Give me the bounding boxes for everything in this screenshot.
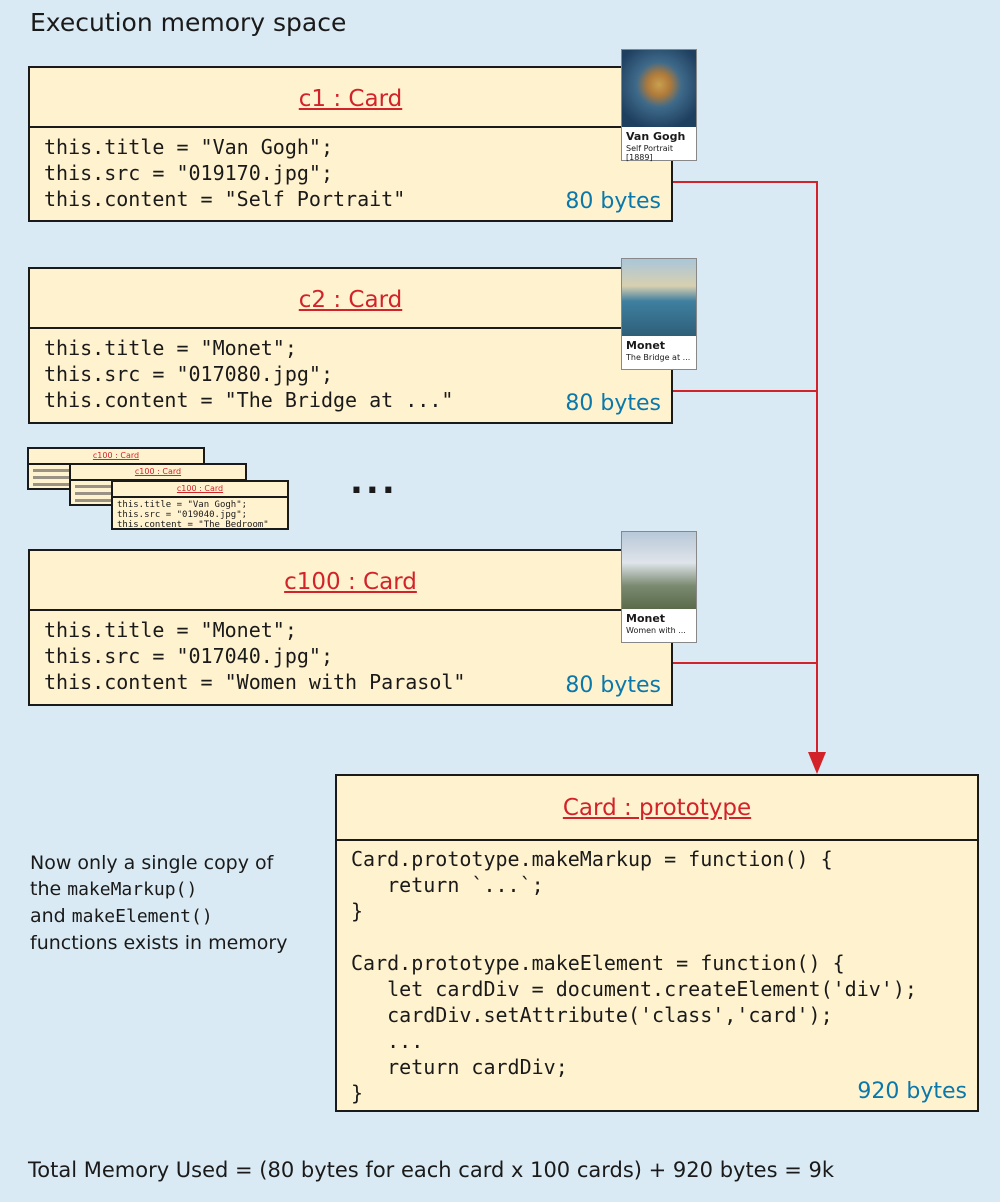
size-label: 80 bytes <box>565 391 661 416</box>
thumb-caption: Women with ... <box>626 626 686 635</box>
mini-card-front: c100 : Card this.title = "Van Gogh";this.… <box>111 480 289 530</box>
card-header: c1 : Card <box>30 68 671 128</box>
painting-image <box>622 532 696 609</box>
field-line: this.src = "019170.jpg"; <box>44 161 333 185</box>
arrow-head <box>808 752 826 774</box>
card-object-c2: c2 : Card this.title = "Monet";this.src … <box>28 267 673 424</box>
card-header: c100 : Card <box>30 551 671 611</box>
card-object-c100: c100 : Card this.title = "Monet";this.sr… <box>28 549 673 706</box>
mini-card-fields-covered <box>71 481 245 502</box>
mini-card-header: c100 : Card <box>71 465 245 481</box>
field-line: this.src = "017040.jpg"; <box>44 644 333 668</box>
size-label: 80 bytes <box>565 673 661 698</box>
thumb-caption: The Bridge at ... <box>626 353 691 362</box>
thumbnail-c2: Monet The Bridge at ... <box>621 258 697 370</box>
card-object-c1: c1 : Card this.title = "Van Gogh";this.s… <box>28 66 673 222</box>
mini-card-fields: this.title = "Van Gogh";this.src = "0190… <box>117 500 269 530</box>
field-line: this.title = "Monet"; <box>44 336 297 360</box>
field-line: this.src = "017080.jpg"; <box>44 362 333 386</box>
card-fields: this.title = "Monet";this.src = "017040.… <box>30 611 671 695</box>
thumb-title: Van Gogh <box>626 130 686 143</box>
field-line: this.title = "Van Gogh"; <box>44 135 333 159</box>
thumbnail-c1: Van Gogh Self Portrait [1889] <box>621 49 697 162</box>
field-line: this.content = "The Bridge at ..." <box>44 388 454 412</box>
mini-card-fields-covered <box>29 465 203 486</box>
card-fields: this.title = "Monet";this.src = "017080.… <box>30 329 671 413</box>
thumb-title: Monet <box>626 612 666 625</box>
field-line: this.title = "Monet"; <box>44 618 297 642</box>
size-label: 920 bytes <box>857 1079 967 1104</box>
arrow-line-c1 <box>672 181 818 762</box>
thumb-caption: Self Portrait [1889] <box>626 144 673 162</box>
mini-card-header: c100 : Card <box>113 482 287 498</box>
card-fields: this.title = "Van Gogh";this.src = "0191… <box>30 128 671 212</box>
prototype-code: Card.prototype.makeMarkup = function() {… <box>351 847 917 1105</box>
explanation-note: Now only a single copy of the makeMarkup… <box>30 852 288 954</box>
painting-image <box>622 259 696 336</box>
field-line: this.content = "Self Portrait" <box>44 187 406 211</box>
prototype-header: Card : prototype <box>337 776 977 841</box>
thumb-title: Monet <box>626 339 666 352</box>
ellipsis: ... <box>350 462 398 502</box>
total-memory-summary: Total Memory Used = (80 bytes for each c… <box>28 1158 835 1182</box>
thumbnail-c100: Monet Women with ... <box>621 531 697 643</box>
size-label: 80 bytes <box>565 189 661 214</box>
diagram-title: Execution memory space <box>30 8 347 37</box>
field-line: this.content = "Women with Parasol" <box>44 670 466 694</box>
painting-image <box>622 50 696 127</box>
prototype-object: Card : prototype Card.prototype.makeMark… <box>335 774 979 1112</box>
card-header: c2 : Card <box>30 269 671 329</box>
